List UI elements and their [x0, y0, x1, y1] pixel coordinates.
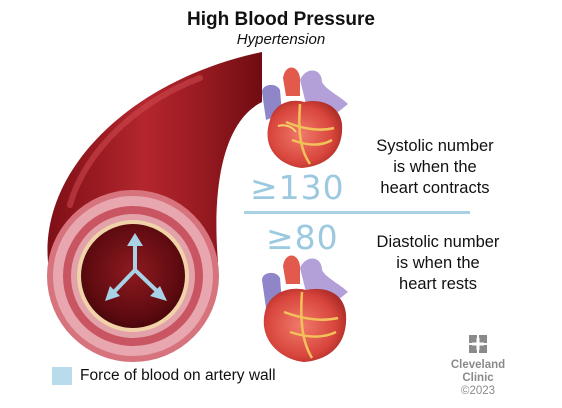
- diastolic-threshold: ≥80: [266, 218, 339, 257]
- heart-resting-icon: [262, 255, 348, 362]
- brand-name-line1: Cleveland: [450, 359, 506, 371]
- systolic-label: Systolic number is when the heart contra…: [376, 137, 494, 197]
- cleveland-clinic-mark-icon: [469, 335, 487, 353]
- legend-text: Force of blood on artery wall: [80, 367, 276, 384]
- page-subtitle: Hypertension: [236, 31, 326, 48]
- artery: [47, 52, 262, 362]
- heart-contracting-icon: [262, 67, 348, 168]
- legend: Force of blood on artery wall: [52, 367, 276, 385]
- systolic-threshold: ≥130: [250, 168, 345, 207]
- brand-name-line2: Clinic: [462, 372, 494, 384]
- legend-swatch: [52, 367, 72, 385]
- force-arrows: [105, 233, 167, 301]
- divider-line: [244, 211, 470, 214]
- copyright: ©2023: [460, 385, 496, 397]
- cleveland-clinic-logo: Cleveland Clinic ©2023: [438, 335, 518, 398]
- page-title: High Blood Pressure: [187, 9, 375, 30]
- diastolic-label: Diastolic number is when the heart rests: [376, 233, 500, 293]
